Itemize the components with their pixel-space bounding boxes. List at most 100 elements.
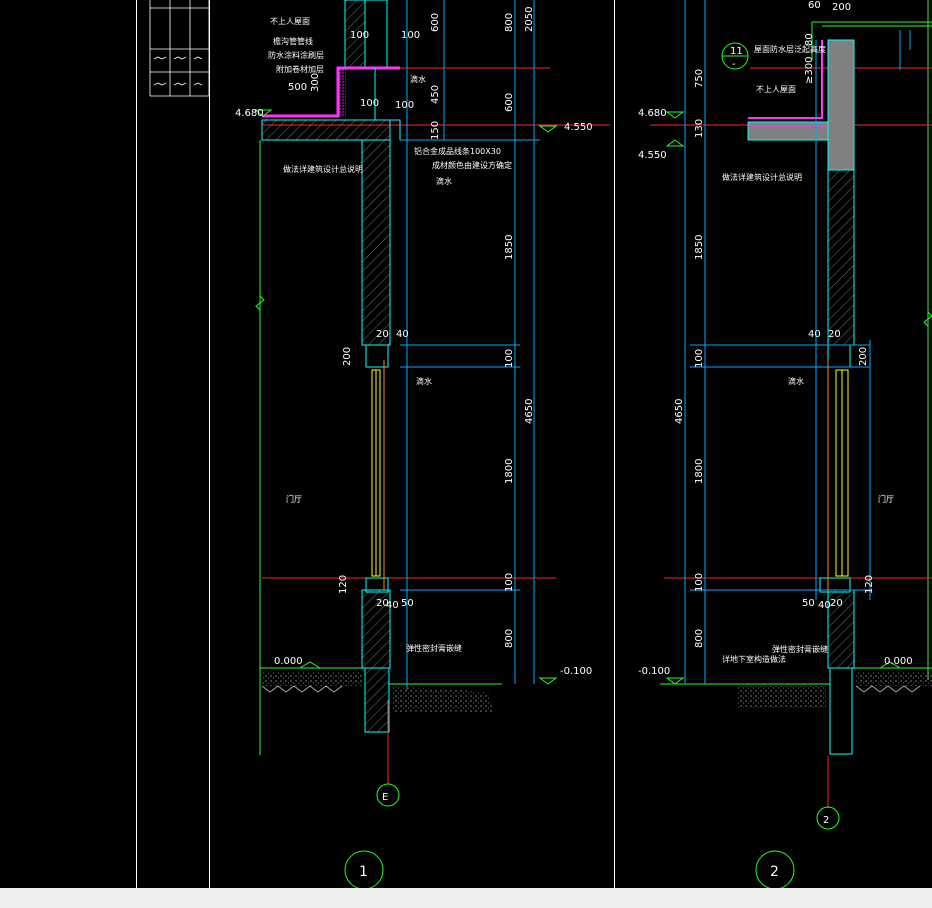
d1-note-drip-3: 滴水 xyxy=(416,376,432,386)
d2-note-drip: 滴水 xyxy=(788,376,804,386)
d2-note-roof: 不上人屋面 xyxy=(756,85,796,94)
d1-dim-450: 450 xyxy=(430,85,441,104)
d2-dim-100a: 100 xyxy=(694,349,705,368)
detail-2-axis-bubble xyxy=(816,806,840,830)
d1-dim-1800: 1800 xyxy=(504,459,515,484)
d2-dim-200: 200 xyxy=(832,2,851,13)
title-block-table xyxy=(149,0,210,97)
d2-dim-1800: 1800 xyxy=(694,459,705,484)
d1-level-m0100: -0.100 xyxy=(560,666,592,677)
detail-1-level-lines xyxy=(262,67,610,579)
d1-dim-1850: 1850 xyxy=(504,235,515,260)
d2-dim-120: 120 xyxy=(864,575,875,594)
d1-dim-4650: 4650 xyxy=(524,399,535,424)
d2-dim-80: 80 xyxy=(804,33,815,46)
d1-dim-20b: 20 xyxy=(376,598,389,609)
d1-level-4550: 4.550 xyxy=(564,122,593,133)
d2-ref-number: 11 xyxy=(730,46,743,57)
d1-dim-800a: 800 xyxy=(504,13,515,32)
d2-dim-ge300: ≥300 xyxy=(804,57,815,84)
d2-level-m0100: -0.100 xyxy=(638,666,670,677)
d1-dim-600b: 600 xyxy=(504,93,515,112)
detail-1-window xyxy=(365,344,389,593)
d1-axis-label: E xyxy=(382,792,388,803)
d2-note-spec: 做法详建筑设计总说明 xyxy=(722,172,802,182)
d2-dim-800: 800 xyxy=(694,629,705,648)
d2-dim-200b: 200 xyxy=(858,347,869,366)
d1-dim-100d: 100 xyxy=(395,100,414,111)
detail-2-ground-fill xyxy=(738,686,826,708)
d2-dim-4650: 4650 xyxy=(674,399,685,424)
d2-dim-60: 60 xyxy=(808,0,821,11)
d1-dim-100f: 100 xyxy=(504,573,515,592)
d2-note-ground: 详地下室构造做法 xyxy=(722,654,786,664)
status-bar xyxy=(0,888,932,908)
detail-2-dim-lines xyxy=(684,0,871,684)
d1-level-0000: 0.000 xyxy=(274,656,303,667)
d2-dim-20b: 20 xyxy=(830,598,843,609)
d2-level-4680: 4.680 xyxy=(638,108,667,119)
detail-2-window xyxy=(819,344,851,593)
d1-dim-120: 120 xyxy=(338,575,349,594)
d1-dim-100c: 100 xyxy=(360,98,379,109)
d1-dim-40b: 40 xyxy=(386,600,399,611)
detail-2-foundation xyxy=(829,667,853,755)
d1-note-drip-2: 滴水 xyxy=(436,176,452,186)
d1-note-trim: 铝合金成品线条100X30 xyxy=(414,146,501,156)
d2-dim-40a: 40 xyxy=(808,329,821,340)
d1-dim-200: 200 xyxy=(342,347,353,366)
d2-dim-20a: 20 xyxy=(828,329,841,340)
detail-1-roof-slab xyxy=(261,119,391,141)
detail-2-wall-lower xyxy=(827,589,855,669)
d2-dim-40b: 40 xyxy=(818,600,831,611)
d1-dim-20a: 20 xyxy=(376,329,389,340)
d2-note-room: 门厅 xyxy=(878,494,894,504)
d2-title-number: 2 xyxy=(770,864,779,880)
d2-axis-label: 2 xyxy=(823,815,829,826)
d1-dim-40a: 40 xyxy=(396,329,409,340)
d1-note-room: 门厅 xyxy=(286,494,302,504)
detail-1-waterproof-layer xyxy=(262,66,400,118)
d1-dim-50: 50 xyxy=(401,598,414,609)
detail-1-foundation xyxy=(364,667,390,733)
d1-note-waterproof: 防水涂料涂刷层 xyxy=(268,50,324,60)
d1-dim-100a: 100 xyxy=(350,30,369,41)
d1-dim-500: 500 xyxy=(288,82,307,93)
detail-2-title-bubble xyxy=(755,850,795,888)
detail-1-ground-lines xyxy=(255,140,502,755)
d1-note-trim-color: 成材颜色由建设方确定 xyxy=(432,160,512,170)
d2-ref-sheet: - xyxy=(732,59,736,70)
d1-dim-100b: 100 xyxy=(401,30,420,41)
d1-dim-150: 150 xyxy=(430,121,441,140)
d1-dim-600a: 600 xyxy=(430,13,441,32)
drawing-frame xyxy=(136,0,615,888)
d1-level-4680: 4.680 xyxy=(235,108,264,119)
detail-1: 不上人屋面 檐沟管管线 防水涂料涂刷层 附加卷材加层 做法详建筑设计总说明 滴水… xyxy=(235,0,610,888)
d1-note-drip-1: 滴水 xyxy=(410,74,426,84)
detail-2-waterproof-layer xyxy=(748,40,823,119)
detail-2-ground-lines xyxy=(660,0,932,685)
d1-note-spec: 做法详建筑设计总说明 xyxy=(283,164,363,174)
d1-dim-2050: 2050 xyxy=(524,7,535,32)
detail-2-wall-upper xyxy=(827,169,855,346)
cad-drawing-canvas[interactable]: 不上人屋面 檐沟管管线 防水涂料涂刷层 附加卷材加层 做法详建筑设计总说明 滴水… xyxy=(0,0,932,888)
d2-dim-750: 750 xyxy=(694,69,705,88)
d2-level-0000: 0.000 xyxy=(884,656,913,667)
d2-dim-1850: 1850 xyxy=(694,235,705,260)
detail-1-wall-upper xyxy=(361,139,391,346)
d1-title-number: 1 xyxy=(359,864,368,880)
d2-level-4550: 4.550 xyxy=(638,150,667,161)
d1-dim-300: 300 xyxy=(310,73,321,92)
detail-1-ground-fill xyxy=(262,672,362,686)
detail-1-title-bubble xyxy=(344,850,384,888)
d2-dim-50: 50 xyxy=(802,598,815,609)
detail-1-wall-lower xyxy=(361,589,391,669)
detail-1-dim-lines xyxy=(400,0,540,690)
detail-2-parapet xyxy=(827,39,855,171)
d2-note-sealant: 弹性密封膏嵌缝 xyxy=(772,644,828,654)
d1-note-sealant: 弹性密封膏嵌缝 xyxy=(406,643,462,653)
d1-dim-100e: 100 xyxy=(504,349,515,368)
detail-1-axis-bubble xyxy=(376,783,400,807)
d1-note-additional: 附加卷材加层 xyxy=(276,64,324,74)
d2-dim-130: 130 xyxy=(694,119,705,138)
